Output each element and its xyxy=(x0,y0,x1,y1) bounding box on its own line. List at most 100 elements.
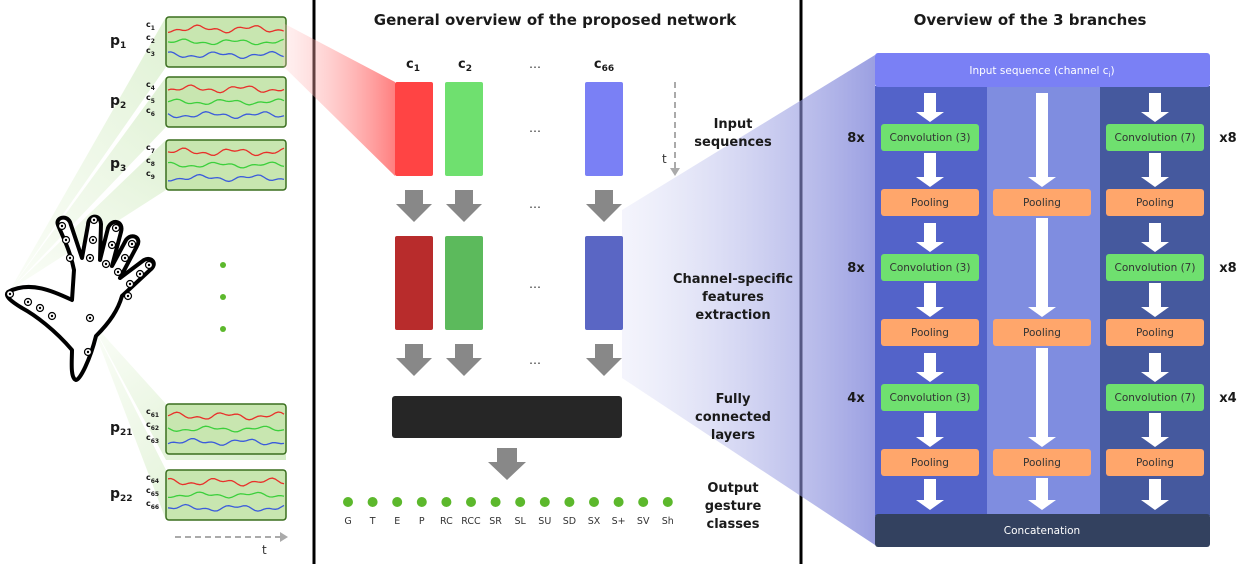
flow-arrow xyxy=(1141,413,1169,447)
repeat-left: 8x xyxy=(847,261,865,276)
conv-label: Convolution (7) xyxy=(1115,132,1196,144)
pooling-label: Pooling xyxy=(911,327,949,339)
channel-label: c9 xyxy=(146,169,155,181)
side-label-input: sequences xyxy=(694,135,772,150)
conv7-block xyxy=(1106,254,1204,281)
class-dot xyxy=(343,497,353,507)
down-arrow xyxy=(586,344,622,376)
conv7-block xyxy=(1106,384,1204,411)
pooling-label: Pooling xyxy=(911,457,949,469)
sensor-label: p22 xyxy=(110,486,133,504)
input-sequence-block xyxy=(445,82,483,176)
channel-label: c2 xyxy=(146,33,155,45)
pooling-label: Pooling xyxy=(1023,327,1061,339)
network-overview: General overview of the proposed network… xyxy=(283,11,875,545)
pooling-block xyxy=(1106,189,1204,216)
class-label: RCC xyxy=(461,516,481,527)
channel-label: c61 xyxy=(146,407,159,419)
feature-block xyxy=(395,236,433,330)
pooling-block xyxy=(993,319,1091,346)
conv3-block xyxy=(881,124,979,151)
class-label: SL xyxy=(515,516,527,527)
ellipsis-dot xyxy=(220,262,226,268)
flow-arrow xyxy=(916,479,944,510)
conv3-block xyxy=(881,254,979,281)
beam-blue xyxy=(622,55,875,545)
side-label-features: features xyxy=(702,290,764,305)
side-label-output: gesture xyxy=(705,499,762,514)
channel-label: c7 xyxy=(146,143,155,155)
class-label: SX xyxy=(588,516,601,527)
channel-header: c1 xyxy=(406,57,420,74)
class-dot xyxy=(564,497,575,507)
class-dot xyxy=(589,497,599,507)
down-arrow xyxy=(446,344,482,376)
signal-red xyxy=(167,477,285,487)
conv-label: Convolution (3) xyxy=(890,262,971,274)
ellipsis: … xyxy=(529,353,541,367)
middle-title: General overview of the proposed network xyxy=(374,11,737,29)
pooling-label: Pooling xyxy=(1023,197,1061,209)
sensor-label: p2 xyxy=(110,93,126,111)
signal-green xyxy=(167,38,285,46)
class-dot xyxy=(539,497,550,507)
flow-arrow xyxy=(916,353,944,382)
signal-blue xyxy=(167,173,285,183)
flow-arrow xyxy=(1141,353,1169,382)
pooling-block xyxy=(881,319,979,346)
side-label-fc: layers xyxy=(711,428,756,443)
class-label: E xyxy=(394,516,400,527)
signal-green xyxy=(167,98,285,106)
channel-header: c2 xyxy=(458,57,472,74)
flow-arrow xyxy=(1141,479,1169,510)
sensor-charts: p1c1c2c3p2c4c5c6p3c7c8c9p21c61c62c63p22c… xyxy=(110,16,287,521)
class-dot xyxy=(490,497,501,507)
repeat-left: 4x xyxy=(847,391,865,406)
time-axis-arrowhead xyxy=(280,532,288,542)
repeat-right: x8 xyxy=(1219,131,1236,146)
down-arrow xyxy=(396,344,432,376)
side-label-input: Input xyxy=(714,117,753,132)
pooling-block xyxy=(881,189,979,216)
channel-label: c62 xyxy=(146,420,159,432)
class-label: T xyxy=(369,516,376,527)
branches-overview: Overview of the 3 branches Input sequenc… xyxy=(847,11,1237,547)
flow-arrow xyxy=(1028,93,1056,187)
mid-time-arrowhead xyxy=(670,168,680,176)
class-dot xyxy=(662,497,673,507)
sensor-label: p3 xyxy=(110,156,126,174)
signal-green xyxy=(167,425,285,433)
feature-block xyxy=(585,236,623,330)
channel-label: c1 xyxy=(146,20,155,32)
input-sequence-block xyxy=(585,82,623,176)
class-label: SU xyxy=(538,516,551,527)
signal-red xyxy=(167,24,285,34)
channel-label: c8 xyxy=(146,156,155,168)
conv-label: Convolution (7) xyxy=(1115,262,1196,274)
signal-red xyxy=(167,411,285,421)
feature-block xyxy=(445,236,483,330)
signal-green xyxy=(167,161,285,169)
class-label: SR xyxy=(489,516,502,527)
channel-label: c65 xyxy=(146,486,159,498)
flow-arrow xyxy=(916,223,944,252)
class-label: RC xyxy=(440,516,453,527)
flow-arrow xyxy=(1141,223,1169,252)
right-title: Overview of the 3 branches xyxy=(914,11,1147,29)
time-axis-label: t xyxy=(262,543,267,557)
concatenation-label: Concatenation xyxy=(1004,525,1080,537)
pooling-label: Pooling xyxy=(1136,197,1174,209)
ellipsis-dot xyxy=(220,294,226,300)
flow-arrow xyxy=(1028,348,1056,447)
repeat-left: 8x xyxy=(847,131,865,146)
pooling-label: Pooling xyxy=(1136,457,1174,469)
flow-arrow xyxy=(1141,93,1169,122)
input-header-label: Input sequence (channel ci) xyxy=(969,65,1114,79)
hand-illustration xyxy=(5,214,156,382)
input-header xyxy=(875,53,1210,87)
side-label-output: classes xyxy=(707,517,760,532)
signal-green xyxy=(168,491,285,499)
